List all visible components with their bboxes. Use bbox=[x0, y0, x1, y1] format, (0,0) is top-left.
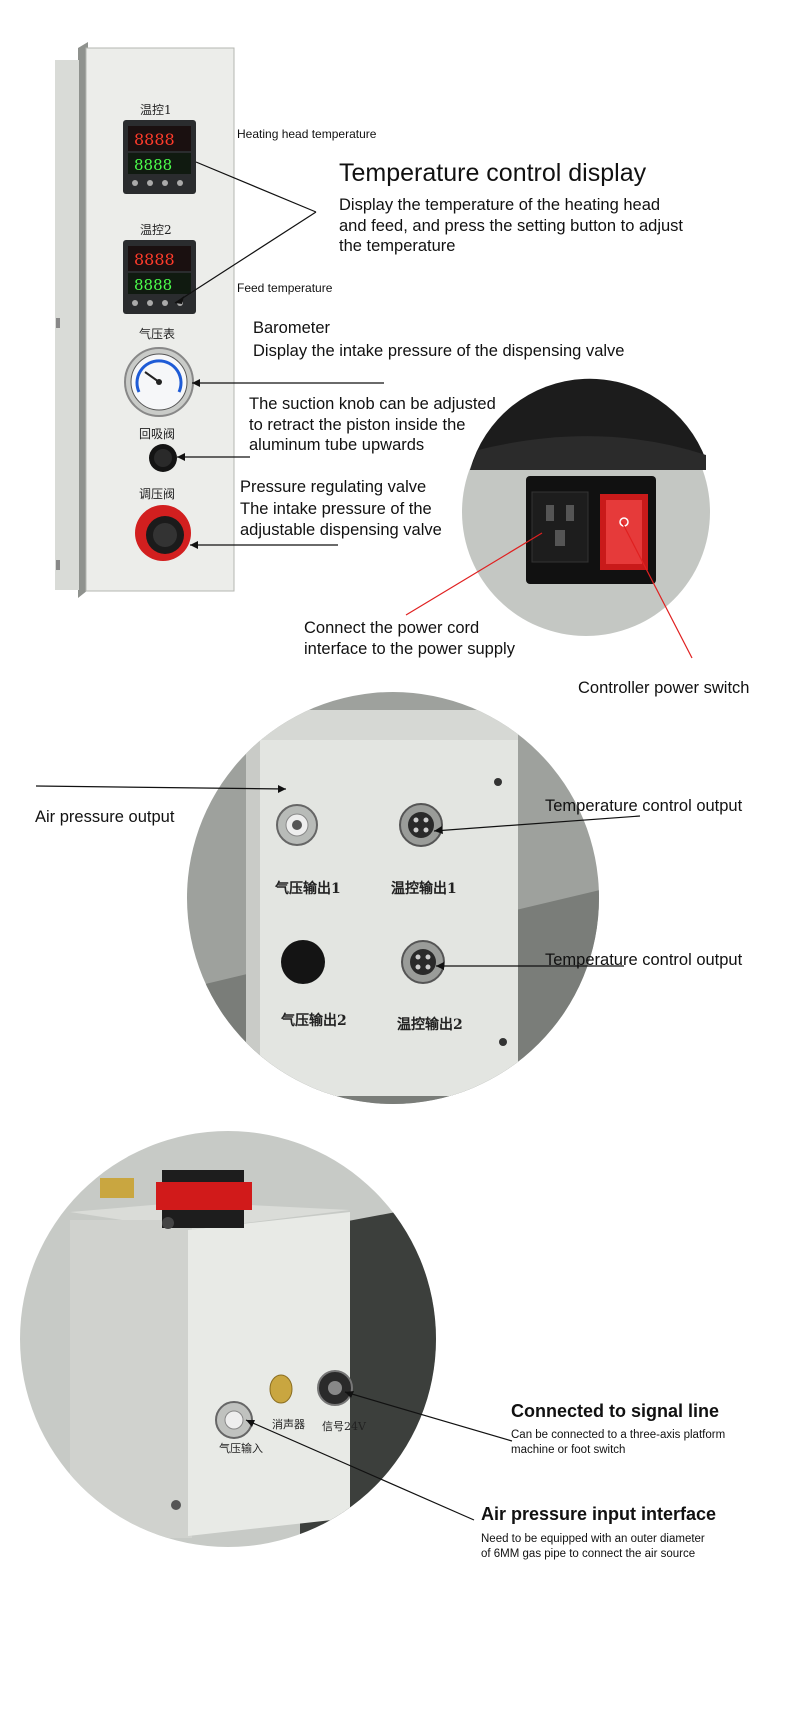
air-pressure-output-label: Air pressure output bbox=[35, 808, 175, 826]
panel-label-suction: 回吸阀 bbox=[139, 427, 176, 441]
section1-arrow-heads bbox=[175, 296, 200, 549]
barometer-desc: Display the intake pressure of the dispe… bbox=[253, 342, 625, 360]
svg-text:8888: 8888 bbox=[134, 156, 172, 174]
air-input-desc: Need to be equipped with an outer diamet… bbox=[481, 1533, 705, 1560]
section3-leader-lines bbox=[245, 1391, 513, 1521]
heating-head-temperature-label: Heating head temperature bbox=[237, 127, 377, 141]
feed-temperature-label: Feed temperature bbox=[237, 281, 333, 295]
svg-text:8888: 8888 bbox=[134, 276, 172, 294]
air-input-title: Air pressure input interface bbox=[481, 1504, 717, 1524]
panel-label-temp2: 温控2 bbox=[140, 223, 172, 237]
temperature-control-display-title: Temperature control display bbox=[339, 159, 647, 187]
outputs-photo bbox=[187, 692, 599, 1104]
cn-signal-24v: 信号24V bbox=[322, 1420, 366, 1433]
barometer-title: Barometer bbox=[253, 319, 331, 337]
power-switch-label: Controller power switch bbox=[578, 679, 750, 697]
signal-line-desc: Can be connected to a three-axis platfor… bbox=[511, 1429, 726, 1456]
panel-label-temp1: 温控1 bbox=[140, 103, 172, 117]
signal-line-title: Connected to signal line bbox=[511, 1401, 720, 1421]
pressure-regulator-knob bbox=[135, 505, 191, 561]
pressure-gauge bbox=[124, 347, 194, 417]
suction-knob-desc: The suction knob can be adjusted to retr… bbox=[249, 395, 496, 455]
power-cord-label: Connect the power cord interface to the … bbox=[304, 619, 515, 658]
section2-leader-lines bbox=[35, 785, 641, 967]
section3-arrow-heads bbox=[246, 1391, 354, 1427]
svg-text:8888: 8888 bbox=[134, 130, 175, 149]
panel-label-regulator: 调压阀 bbox=[139, 487, 176, 501]
input-illustration bbox=[20, 1131, 513, 1547]
pressure-valve-desc: The intake pressure of the adjustable di… bbox=[240, 500, 442, 539]
cn-temp-output-1: 温控输出1 bbox=[391, 881, 457, 897]
cn-air-output-1: 气压输出1 bbox=[275, 881, 341, 897]
input-photo bbox=[20, 1131, 436, 1547]
temperature-control-output-1-label: Temperature control output bbox=[545, 797, 743, 815]
temperature-control-output-2-label: Temperature control output bbox=[545, 951, 743, 969]
pressure-valve-title: Pressure regulating valve bbox=[240, 478, 427, 496]
cn-temp-output-2: 温控输出2 bbox=[397, 1017, 463, 1033]
section1-leader-lines bbox=[174, 161, 384, 546]
power-leader-lines bbox=[405, 521, 693, 659]
suction-knob bbox=[149, 444, 177, 472]
outputs-illustration bbox=[35, 692, 641, 1104]
panel-label-gauge: 气压表 bbox=[139, 327, 176, 341]
temp-controller-2: 8888 8888 bbox=[123, 240, 196, 314]
cn-air-input: 气压输入 bbox=[219, 1442, 263, 1455]
power-detail-photo bbox=[462, 378, 710, 636]
section2-arrow-heads bbox=[278, 785, 444, 970]
cn-air-output-2: 气压输出2 bbox=[281, 1013, 347, 1029]
temperature-control-display-desc: Display the temperature of the heating h… bbox=[339, 196, 683, 256]
front-panel-illustration: 8888 8888 8888 8888 bbox=[55, 42, 710, 659]
cn-muffler: 消声器 bbox=[272, 1418, 305, 1431]
temp-controller-1: 8888 8888 bbox=[123, 120, 196, 194]
svg-text:8888: 8888 bbox=[134, 250, 175, 269]
